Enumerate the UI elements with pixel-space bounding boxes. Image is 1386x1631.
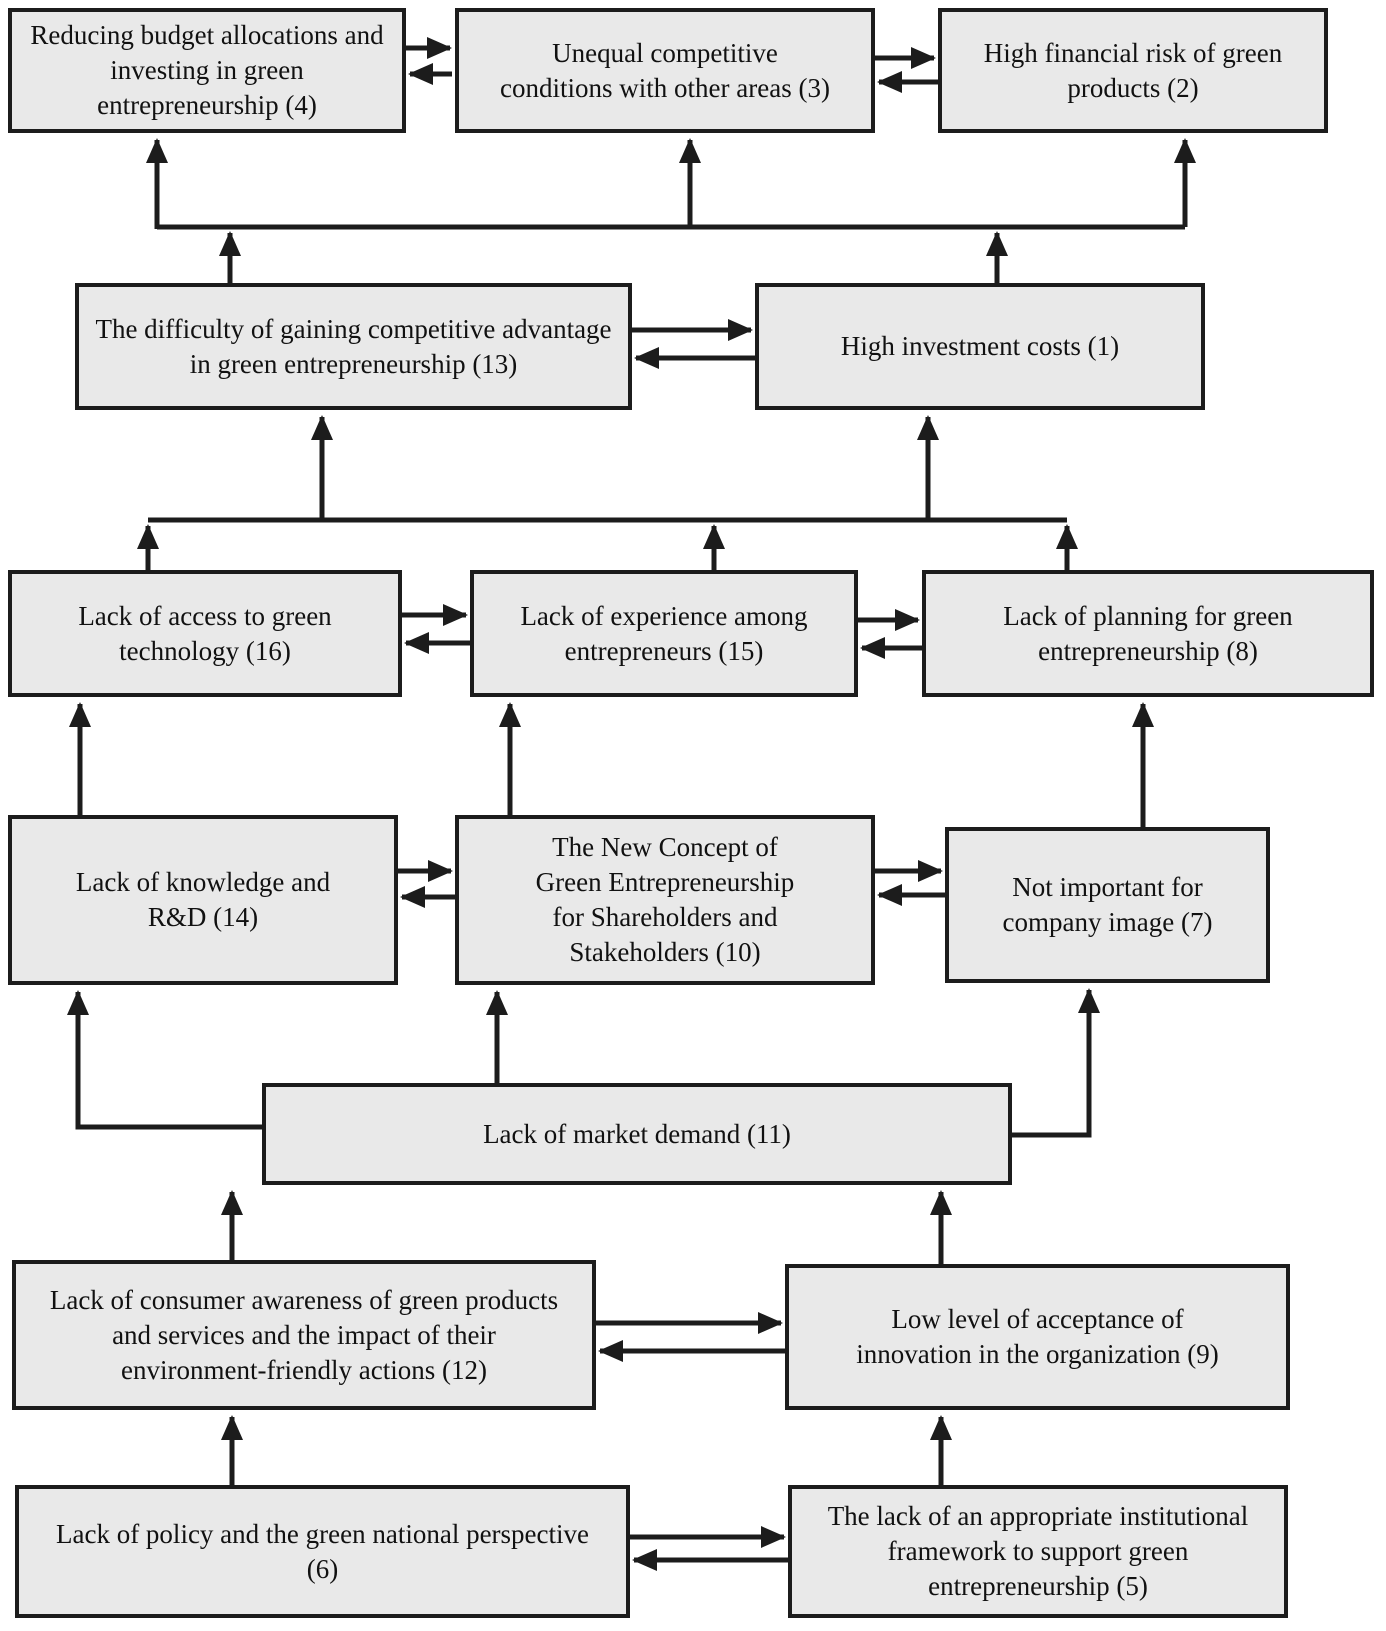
arrow-11-to-7 [1010, 988, 1100, 1138]
arrows-level6-to-level5 [221, 1190, 952, 1264]
arrow-11-to-14 [67, 990, 264, 1130]
node-label: The difficulty of gaining competitive ad… [95, 313, 612, 379]
node-label: Lack of market demand (11) [483, 1118, 791, 1149]
node-market-demand-11: Lack of market demand (11) [262, 1083, 1012, 1185]
node-label: Lack of planning for green entrepreneurs… [1003, 600, 1293, 666]
node-investment-costs-1: High investment costs (1) [755, 283, 1205, 410]
node-label: Not important for company image (7) [1002, 872, 1213, 937]
arrows-level7-to-level6 [221, 1415, 952, 1485]
node-financial-risk-2: High financial risk of green products (2… [938, 8, 1328, 133]
node-label: Lack of consumer awareness of green prod… [49, 1284, 559, 1385]
node-label: High investment costs (1) [840, 331, 1120, 361]
node-label: Reducing budget allocations and investin… [30, 20, 384, 120]
node-label: Lack of knowledge and R&D (14) [75, 867, 331, 932]
node-experience-15: Lack of experience among entrepreneurs (… [470, 570, 858, 697]
node-label: Unequal competitive conditions with othe… [500, 37, 830, 103]
node-innovation-acceptance-9: Low level of acceptance of innovation in… [785, 1264, 1290, 1410]
node-company-image-7: Not important for company image (7) [945, 827, 1270, 983]
node-policy-perspective-6: Lack of policy and the green national pe… [15, 1485, 630, 1618]
bidirectional-arrows [398, 37, 945, 1571]
node-reducing-budget-4: Reducing budget allocations and investin… [8, 8, 406, 133]
node-consumer-awareness-12: Lack of consumer awareness of green prod… [12, 1260, 596, 1410]
arrows-level5-to-level4 [67, 988, 1100, 1138]
node-competitive-advantage-13: The difficulty of gaining competitive ad… [75, 283, 632, 410]
node-label: Lack of policy and the green national pe… [55, 1518, 590, 1584]
node-label: Lack of access to green technology (16) [78, 600, 332, 666]
node-label: Lack of experience among entrepreneurs (… [520, 600, 808, 666]
node-unequal-conditions-3: Unequal competitive conditions with othe… [455, 8, 875, 133]
node-knowledge-rd-14: Lack of knowledge and R&D (14) [8, 815, 398, 985]
node-label: The New Concept of Green Entrepreneurshi… [535, 832, 795, 967]
node-label: The lack of an appropriate institutional… [827, 1501, 1249, 1601]
arrows-level4-to-level3 [69, 702, 1154, 827]
node-new-concept-10: The New Concept of Green Entrepreneurshi… [455, 815, 875, 985]
bus-level3-to-level2 [137, 415, 1078, 570]
node-institutional-framework-5: The lack of an appropriate institutional… [788, 1485, 1288, 1618]
bus-level2-to-level1 [146, 138, 1196, 283]
node-label: High financial risk of green products (2… [983, 37, 1283, 103]
node-planning-8: Lack of planning for green entrepreneurs… [922, 570, 1374, 697]
node-label: Low level of acceptance of innovation in… [856, 1304, 1219, 1369]
node-green-technology-16: Lack of access to green technology (16) [8, 570, 402, 697]
